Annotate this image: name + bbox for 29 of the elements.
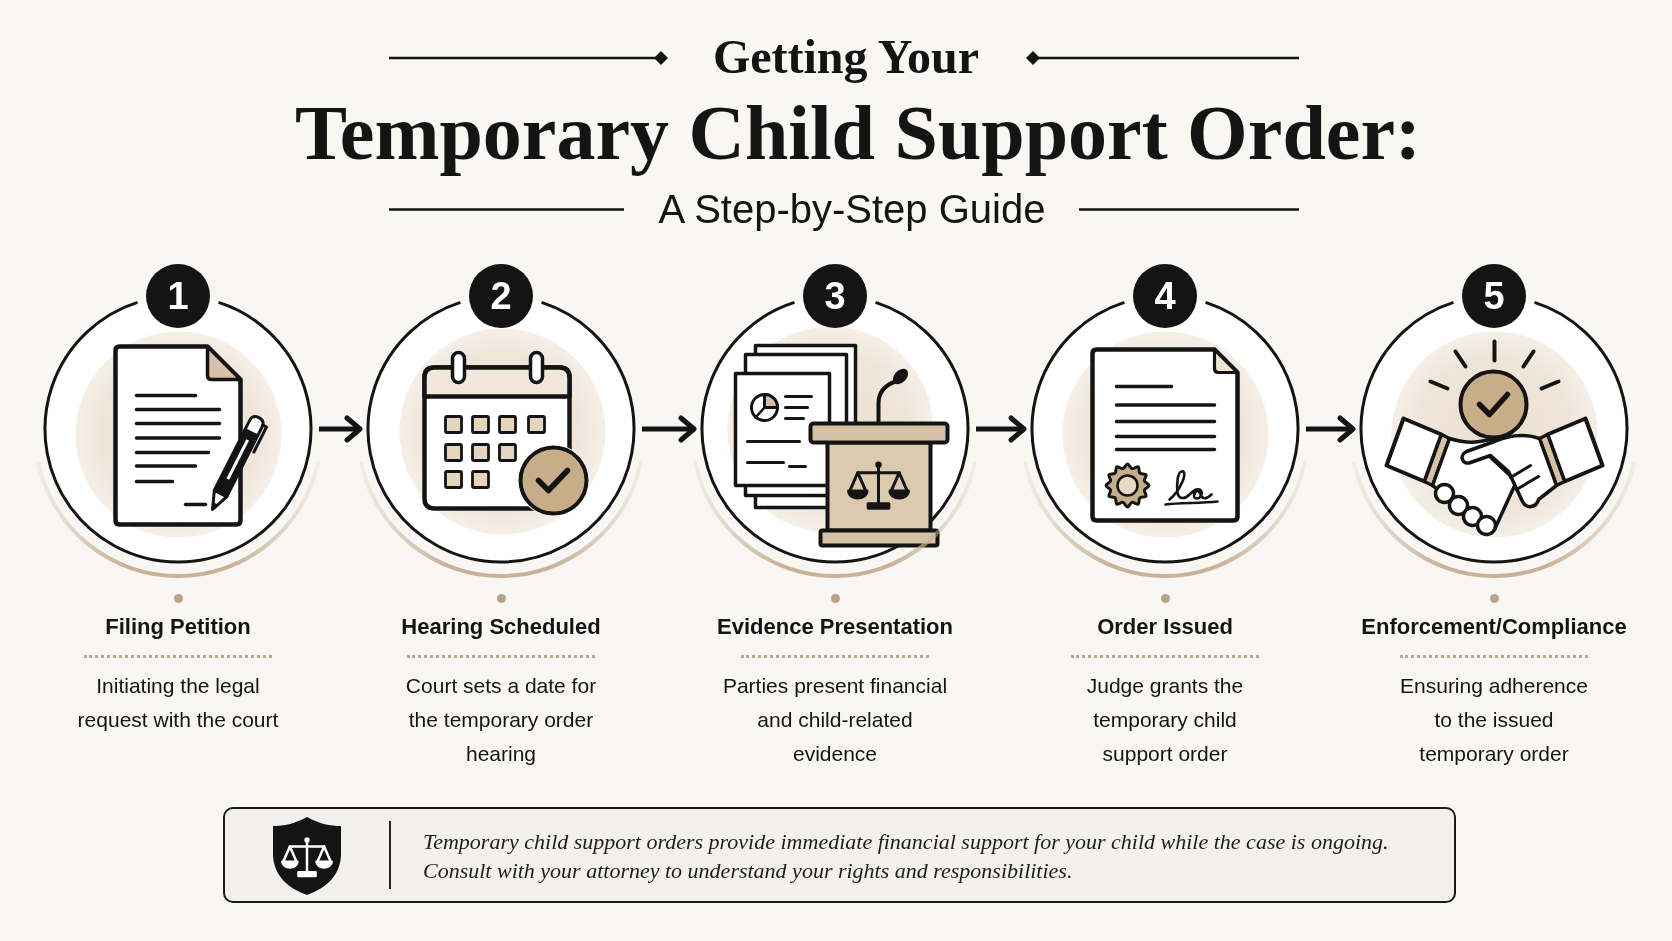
- arrow: [1306, 415, 1356, 443]
- step-description: Court sets a date for the temporary order hearing: [405, 673, 597, 767]
- note-panel: [223, 807, 1456, 903]
- step-number-badge: 3: [803, 264, 867, 328]
- subtitle: A Step-by-Step Guide: [658, 186, 1046, 232]
- title: Temporary Child Support Order:: [295, 90, 1421, 176]
- step-circle: [699, 262, 971, 565]
- step-number-badge: 5: [1462, 264, 1526, 328]
- step-description: Judge grants the temporary child support order: [1086, 673, 1244, 767]
- step-description: Parties present financial and child-related evidence: [722, 673, 948, 767]
- step-title: Enforcement/Compliance: [1361, 613, 1627, 641]
- note-text: Temporary child support orders provide immediate financial support for your child while the case is ongoing. Consult with your attorney to understand your rights and responsibilities.: [423, 828, 1390, 885]
- step-circle: [42, 262, 314, 565]
- step-number-badge: 2: [469, 264, 533, 328]
- arrow: [642, 415, 697, 443]
- step-circle: [1358, 262, 1630, 565]
- step-description: Initiating the legal request with the court: [77, 673, 279, 733]
- step-description: Ensuring adherence to the issued temporary order: [1399, 673, 1589, 767]
- step-number-badge: 4: [1133, 264, 1197, 328]
- pre-title: Getting Your: [712, 30, 980, 84]
- step-title: Evidence Presentation: [717, 613, 953, 641]
- step-circle: [365, 262, 637, 565]
- step-title: Order Issued: [1097, 613, 1233, 641]
- arrow: [319, 415, 363, 443]
- step-title: Filing Petition: [105, 613, 251, 641]
- step-circle: [1029, 262, 1301, 565]
- step-title: Hearing Scheduled: [401, 613, 601, 641]
- step-number-badge: 1: [146, 264, 210, 328]
- arrow: [976, 415, 1027, 443]
